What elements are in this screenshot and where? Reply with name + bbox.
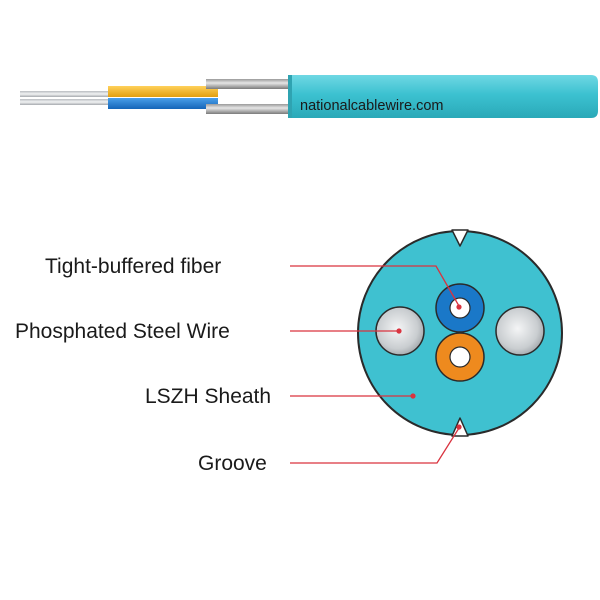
cable-cross-section	[357, 229, 563, 437]
bare-fiber-top	[20, 91, 112, 97]
yellow-fiber	[108, 86, 218, 97]
cable-side-view: nationalcablewire.com	[20, 75, 598, 118]
blue-fiber	[108, 98, 218, 109]
cable-sheath-side	[288, 75, 598, 118]
callout-dot-fiber	[456, 304, 462, 310]
cable-url-print: nationalcablewire.com	[300, 98, 443, 114]
callout-dot-steel	[396, 328, 402, 334]
bare-fiber-bottom	[20, 99, 112, 105]
groove-top	[451, 229, 469, 247]
steel-wire-right	[495, 306, 545, 356]
callouts: Tight-buffered fiber Phosphated Steel Wi…	[15, 255, 462, 475]
callout-dot-groove	[456, 424, 462, 430]
label-phosphated-steel-wire: Phosphated Steel Wire	[15, 320, 230, 343]
steel-member-bottom	[206, 104, 292, 114]
label-tight-buffered-fiber: Tight-buffered fiber	[45, 255, 221, 278]
steel-member-top	[206, 79, 292, 89]
label-groove: Groove	[198, 452, 267, 475]
label-lszh-sheath: LSZH Sheath	[145, 385, 271, 408]
fiber-orange-core	[449, 346, 471, 368]
callout-dot-sheath	[410, 393, 416, 399]
callout-line-fiber	[290, 265, 460, 307]
callout-line-groove	[290, 427, 460, 464]
